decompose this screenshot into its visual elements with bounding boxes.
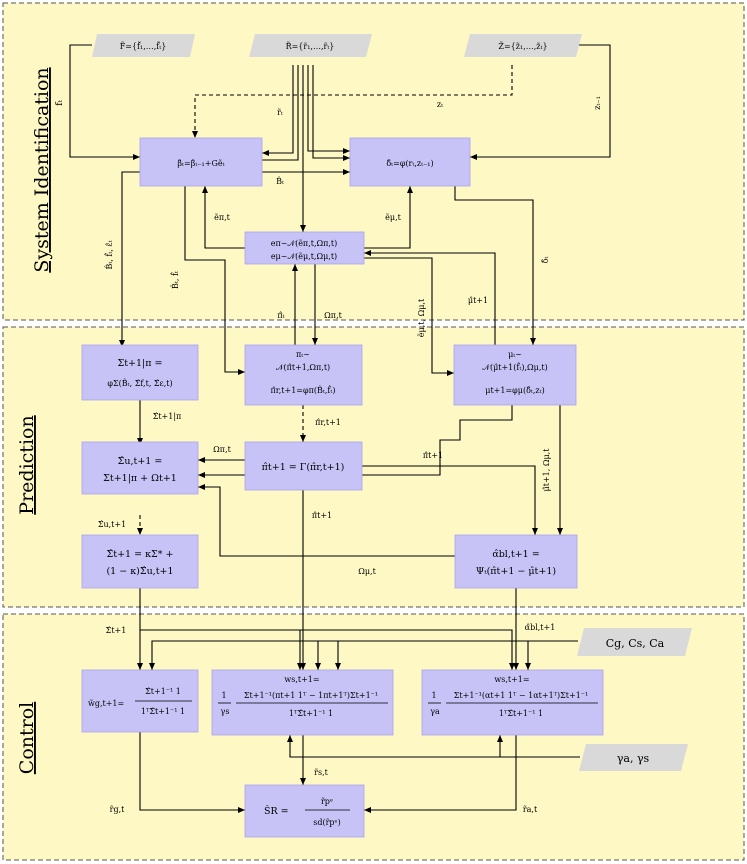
svg-text:R̃={r̃₁,…,r̃ₜ}: R̃={r̃₁,…,r̃ₜ} [286,42,335,51]
svg-text:ws,t+1=: ws,t+1= [494,675,529,684]
svg-text:eμ∼𝒩(ẽμ,t,Ωμ,t): eμ∼𝒩(ẽμ,t,Ωμ,t) [271,252,337,261]
label-pi-t1: π̂t+1 [423,451,443,460]
node-sigma-u: Σ̂u,t+1 = Σt+1|π + Ωt+1 [81,441,199,495]
svg-text:1ᵀΣ̂t+1⁻¹ 1: 1ᵀΣ̂t+1⁻¹ 1 [141,707,185,716]
input-returns: R̃={r̃₁,…,r̃ₜ} [249,34,372,57]
svg-text:Σt+1|π =: Σt+1|π = [118,358,163,369]
svg-text:1: 1 [221,691,226,700]
label-r-g: r̃g,t [110,805,125,814]
svg-text:Σ̂t+1⁻¹ 1: Σ̂t+1⁻¹ 1 [145,687,181,696]
section-title-system-identification: System Identification [31,67,53,272]
svg-text:δ̂ₜ=φ(rₜ,zₜ₋₁): δ̂ₜ=φ(rₜ,zₜ₋₁) [386,159,433,168]
label-sigma-u: Σ̂u,t+1 [98,520,126,529]
edges [69,44,611,813]
label-mu-omega: μ̂t+1, Ωμ,t [542,448,551,492]
label-B-f-e: B̂ₜ, f̂ₜ, ε̂ₜ [105,240,114,269]
svg-text:γa, γs: γa, γs [617,752,650,765]
svg-text:Z̃={z̃₁,…,z̃ₜ}: Z̃={z̃₁,…,z̃ₜ} [498,42,547,51]
label-z-t: zₜ [437,100,443,109]
label-pi-r: π̂r,t+1 [315,418,341,427]
node-weights-global: w̃g,t+1= Σ̂t+1⁻¹ 1 1ᵀΣ̂t+1⁻¹ 1 [81,669,199,733]
node-mu-distribution: μₜ∼ 𝒩(μ̂t+1(f̂ₜ),Ωμ,t) μt+1=φμ(δ̂ₜ,zₜ) [453,344,577,406]
svg-text:πₜ∼: πₜ∼ [296,350,310,359]
svg-text:1ᵀΣ̂t+1⁻¹ 1: 1ᵀΣ̂t+1⁻¹ 1 [499,709,543,718]
label-B-t: B̂ₜ [276,177,284,186]
label-pi-t: π̂ₜ [277,311,284,320]
label-r-a: r̃a,t [523,805,538,814]
input-z: Z̃={z̃₁,…,z̃ₜ} [464,34,582,57]
svg-text:ŜR =: ŜR = [264,805,289,817]
label-sigma-t1: Σ̂t+1 [106,626,127,635]
edge-labels: fₜ r̃ₜ zₜ zₜ₋₁ B̂ₜ ẽπ,t ẽμ,t B̂ₜ, f̂ₜ, ε… [54,96,602,814]
svg-text:Σ̂t+1 = κΣ* +: Σ̂t+1 = κΣ* + [107,549,174,560]
node-pi-distribution: πₜ∼ 𝒩(π̂t+1,Ωπ,t) π̂r,t+1=φπ(B̂ₜ,f̂ₜ) [244,344,363,406]
label-e-pi: ẽπ,t [214,213,231,222]
svg-text:β̂ₜ=β̂ₜ₋₁+Gẽₜ: β̂ₜ=β̂ₜ₋₁+Gẽₜ [177,159,224,168]
svg-text:Σt+1⁻¹(αt+1 1ᵀ − 1αt+1ᵀ)Σt+1⁻¹: Σt+1⁻¹(αt+1 1ᵀ − 1αt+1ᵀ)Σt+1⁻¹ [454,691,588,700]
svg-text:r̃pᵉ: r̃pᵉ [321,797,333,806]
label-omega-mu: Ωμ,t [358,567,376,576]
label-alpha-bl: α̂bl,t+1 [525,623,556,632]
svg-text:μt+1=φμ(δ̂ₜ,zₜ): μt+1=φμ(δ̂ₜ,zₜ) [485,386,544,395]
svg-text:1: 1 [431,691,436,700]
label-mu-t1: μ̂t+1 [468,296,488,305]
input-factors: F̃={f̃₁,…,f̃ₜ} [92,34,195,57]
label-omega-pi2: Ωπ,t [213,445,231,454]
label-delta-t: δ̂ₜ [541,257,550,264]
node-sigma-conditional: Σt+1|π = φΣ(B̂ₜ, Σ̂f,t, Σ̂ε,t) [81,344,199,401]
svg-text:π̂r,t+1=φπ(B̂ₜ,f̂ₜ): π̂r,t+1=φπ(B̂ₜ,f̂ₜ) [271,386,336,395]
svg-text:Σ̂u,t+1 =: Σ̂u,t+1 = [118,456,163,467]
svg-text:Σt+1|π + Ωt+1: Σt+1|π + Ωt+1 [103,473,177,484]
svg-text:μₜ∼: μₜ∼ [508,350,522,359]
node-sigma-shrunk: Σ̂t+1 = κΣ* + (1 − κ)Σ̂u,t+1 [81,534,199,589]
node-gamma: π̂t+1 = Γ(π̂r,t+1) [244,441,363,491]
svg-text:Σt+1⁻¹(πt+1 1ᵀ − 1πt+1ᵀ)Σt+1⁻¹: Σt+1⁻¹(πt+1 1ᵀ − 1πt+1ᵀ)Σt+1⁻¹ [244,691,378,700]
svg-text:1ᵀΣ̂t+1⁻¹ 1: 1ᵀΣ̂t+1⁻¹ 1 [289,709,333,718]
svg-text:𝒩(μ̂t+1(f̂ₜ),Ωμ,t): 𝒩(μ̂t+1(f̂ₜ),Ωμ,t) [482,363,547,372]
label-r-s: r̃s,t [314,768,328,777]
svg-text:𝒩(π̂t+1,Ωπ,t): 𝒩(π̂t+1,Ωπ,t) [276,363,330,372]
svg-text:Cg, Cs, Ca: Cg, Cs, Ca [606,637,665,650]
svg-text:sd(r̃pᵉ): sd(r̃pᵉ) [313,818,341,827]
node-weights-s: ws,t+1= 1 γs Σt+1⁻¹(πt+1 1ᵀ − 1πt+1ᵀ)Σt+… [211,669,394,736]
label-B-f: B̂ₜ, f̂ₜ [171,271,180,289]
node-alpha: α̂bl,t+1 = Ψₜ(π̂t+1 − μ̂t+1) [454,534,578,589]
svg-text:w̃g,t+1=: w̃g,t+1= [88,699,124,708]
svg-text:α̂bl,t+1 =: α̂bl,t+1 = [492,549,539,560]
svg-text:F̃={f̃₁,…,f̃ₜ}: F̃={f̃₁,…,f̃ₜ} [120,42,167,51]
node-error-distribution: eπ∼𝒩(ẽπ,t,Ωπ,t) eμ∼𝒩(ẽμ,t,Ωμ,t) [244,231,365,265]
svg-text:(1 − κ)Σ̂u,t+1: (1 − κ)Σ̂u,t+1 [106,566,173,577]
svg-text:φΣ(B̂ₜ, Σ̂f,t, Σ̂ε,t): φΣ(B̂ₜ, Σ̂f,t, Σ̂ε,t) [107,379,172,388]
svg-text:ws,t+1=: ws,t+1= [284,675,319,684]
label-e-mu: ẽμ,t [385,213,401,222]
svg-text:Ψₜ(π̂t+1 − μ̂t+1): Ψₜ(π̂t+1 − μ̂t+1) [476,566,556,577]
svg-text:eπ∼𝒩(ẽπ,t,Ωπ,t): eπ∼𝒩(ẽπ,t,Ωπ,t) [271,239,338,248]
node-sharpe-ratio: ŜR = r̃pᵉ sd(r̃pᵉ) [244,784,365,838]
label-e-mu-omega: ẽμ,t, Ωμ,t [417,298,426,337]
label-r-t: r̃ₜ [277,108,283,117]
label-omega-pi: Ωπ,t [324,311,342,320]
svg-text:γa: γa [430,707,440,716]
input-costs: Cg, Cs, Ca [577,628,692,656]
label-pi-t1b: π̂t+1 [312,511,332,520]
label-z-tm1: zₜ₋₁ [593,96,602,110]
svg-text:γs: γs [221,707,230,716]
label-sigma-pi: Σ̂t+1|π [153,412,182,421]
svg-text:π̂t+1 = Γ(π̂r,t+1): π̂t+1 = Γ(π̂r,t+1) [262,462,345,473]
node-delta: δ̂ₜ=φ(rₜ,zₜ₋₁) [349,137,471,187]
section-title-control: Control [16,702,38,774]
node-weights-a: ws,t+1= 1 γa Σt+1⁻¹(αt+1 1ᵀ − 1αt+1ᵀ)Σt+… [421,669,604,736]
section-title-prediction: Prediction [16,415,38,514]
node-beta-update: β̂ₜ=β̂ₜ₋₁+Gẽₜ [139,137,263,187]
input-gammas: γa, γs [579,744,688,771]
label-f-t: fₜ [54,99,65,106]
